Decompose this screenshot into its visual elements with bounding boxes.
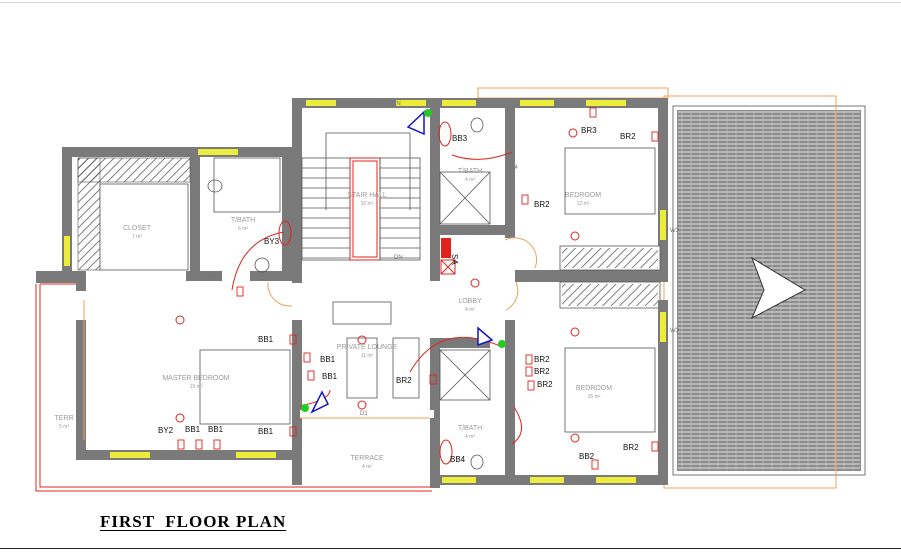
room-master-bedroom-area: 19 m²	[190, 384, 203, 390]
toilet-bottom-icon	[470, 454, 484, 470]
toilet-top-icon	[470, 117, 484, 133]
fixture-br3: BR3	[581, 126, 597, 135]
w3-top-label: W3	[670, 228, 680, 234]
fixture-bb1-e: BB1	[185, 425, 201, 434]
room-bedroom-top-area: 12 m²	[577, 201, 590, 207]
roof-arrow-icon	[750, 256, 807, 320]
wall-lamp-lobby-icon	[477, 326, 494, 347]
door-arc-lounge	[267, 281, 293, 307]
fixture-br2-mid-c: BR2	[537, 380, 553, 389]
windows	[64, 100, 666, 483]
dn-bottom-label: DN	[394, 255, 403, 261]
fixture-bb2: BB2	[579, 452, 595, 461]
fixture-br2-bottom-right: BR2	[623, 443, 639, 452]
plan-title: FIRST FLOOR PLAN	[100, 512, 287, 531]
sheet-border-top	[0, 2, 901, 3]
d4-top-label: D4	[510, 165, 518, 171]
room-terrace-area: 4 m²	[362, 464, 372, 470]
room-master-bedroom-name: MASTER BEDROOM	[162, 375, 229, 382]
room-private-lounge-name: PRIVATE LOUNGE	[337, 344, 398, 351]
room-stair-hall-name: STAIR HALL	[347, 192, 387, 199]
room-terr-area: 5 m²	[59, 424, 69, 430]
socket-marks	[177, 107, 659, 470]
fixture-bb1-d: BB1	[258, 427, 274, 436]
lounge-sofa-left	[346, 337, 378, 399]
closet-shelf-left	[77, 157, 101, 271]
switch-lobby-icon	[498, 340, 506, 348]
fixture-br2-mid-b: BR2	[534, 367, 550, 376]
d1-label: D1	[360, 411, 368, 417]
shower-top	[439, 171, 491, 225]
walls	[36, 98, 668, 488]
door-arc-bedroom	[504, 237, 538, 269]
fixture-by2: BY2	[158, 426, 174, 435]
dn-top-label: DN	[392, 101, 401, 107]
room-lobby-area: 4 m²	[465, 307, 475, 313]
room-tbath-top-name: T/BATH	[458, 168, 482, 175]
room-lobby-name: LOBBY	[458, 298, 482, 305]
switch-top-icon	[424, 109, 432, 117]
fixture-bb4: BB4	[450, 455, 466, 464]
room-tbath-left-area: 6 m²	[238, 226, 248, 232]
closet-block	[99, 183, 189, 271]
room-tbath-bottom-name: T/BATH	[458, 425, 482, 432]
fixture-br2-top-mid: BR2	[534, 200, 550, 209]
room-tbath-left-name: T/BATH	[231, 217, 255, 224]
sa-box	[440, 259, 456, 275]
room-stair-hall-area: 10 m²	[361, 201, 374, 207]
sheet-border-bottom	[0, 548, 901, 549]
terrace-outline	[35, 283, 432, 492]
door-arc-lobby	[505, 281, 519, 311]
fixture-br2-mid-a: BR2	[534, 355, 550, 364]
shower-bottom	[439, 349, 491, 401]
room-terr-name: TERR	[54, 415, 73, 422]
fixture-by3: BY3	[264, 237, 280, 246]
toilet-left-icon	[207, 179, 223, 193]
wall-lamp-top-icon	[406, 110, 425, 136]
balcony-top-outline	[477, 87, 669, 99]
room-bedroom-top-name: BEDROOM	[565, 192, 601, 199]
ceiling-points	[175, 128, 580, 443]
lounge-sofa-right	[392, 337, 420, 399]
fixture-br2-lounge: BR2	[396, 376, 412, 385]
room-closet-area: 7 m²	[132, 234, 142, 240]
room-bedroom-bottom-name: BEDROOM	[576, 385, 612, 392]
fixture-bb1-a: BB1	[258, 335, 274, 344]
wall-lamp-lounge-icon	[310, 390, 330, 414]
switch-lounge-icon	[301, 404, 309, 412]
sa-label: SA	[450, 254, 459, 265]
room-bedroom-bottom-area: 15 m²	[588, 394, 601, 400]
fixture-bb1-f: BB1	[208, 425, 224, 434]
w3-bottom-label: W3	[670, 328, 680, 334]
shower-left	[213, 157, 281, 213]
lounge-table	[332, 301, 392, 325]
bed-bottom	[564, 347, 656, 433]
room-private-lounge-area: 11 m²	[361, 353, 374, 359]
bed-top	[564, 147, 656, 215]
fixture-bb1-b: BB1	[320, 355, 336, 364]
heater-bb4-icon	[439, 439, 453, 465]
fixture-br2-top-right: BR2	[620, 132, 636, 141]
roof-outline	[663, 95, 837, 489]
heater-by3-icon	[278, 220, 292, 246]
fixture-bb1-c: BB1	[322, 372, 338, 381]
heater-bb3-icon	[438, 121, 452, 147]
sa-panel	[441, 238, 451, 258]
room-terrace-name: TERRACE	[350, 455, 384, 462]
staircase	[301, 132, 421, 261]
roof-tiles	[672, 105, 866, 476]
basin-left-icon	[254, 257, 270, 273]
room-tbath-top-area: 4 m²	[465, 177, 475, 183]
room-tbath-bottom-area: 4 m²	[465, 434, 475, 440]
d4-left-label: D4	[209, 275, 217, 281]
fixture-bb3: BB3	[452, 134, 468, 143]
room-closet-name: CLOSET	[123, 225, 152, 232]
master-bed	[199, 349, 291, 425]
